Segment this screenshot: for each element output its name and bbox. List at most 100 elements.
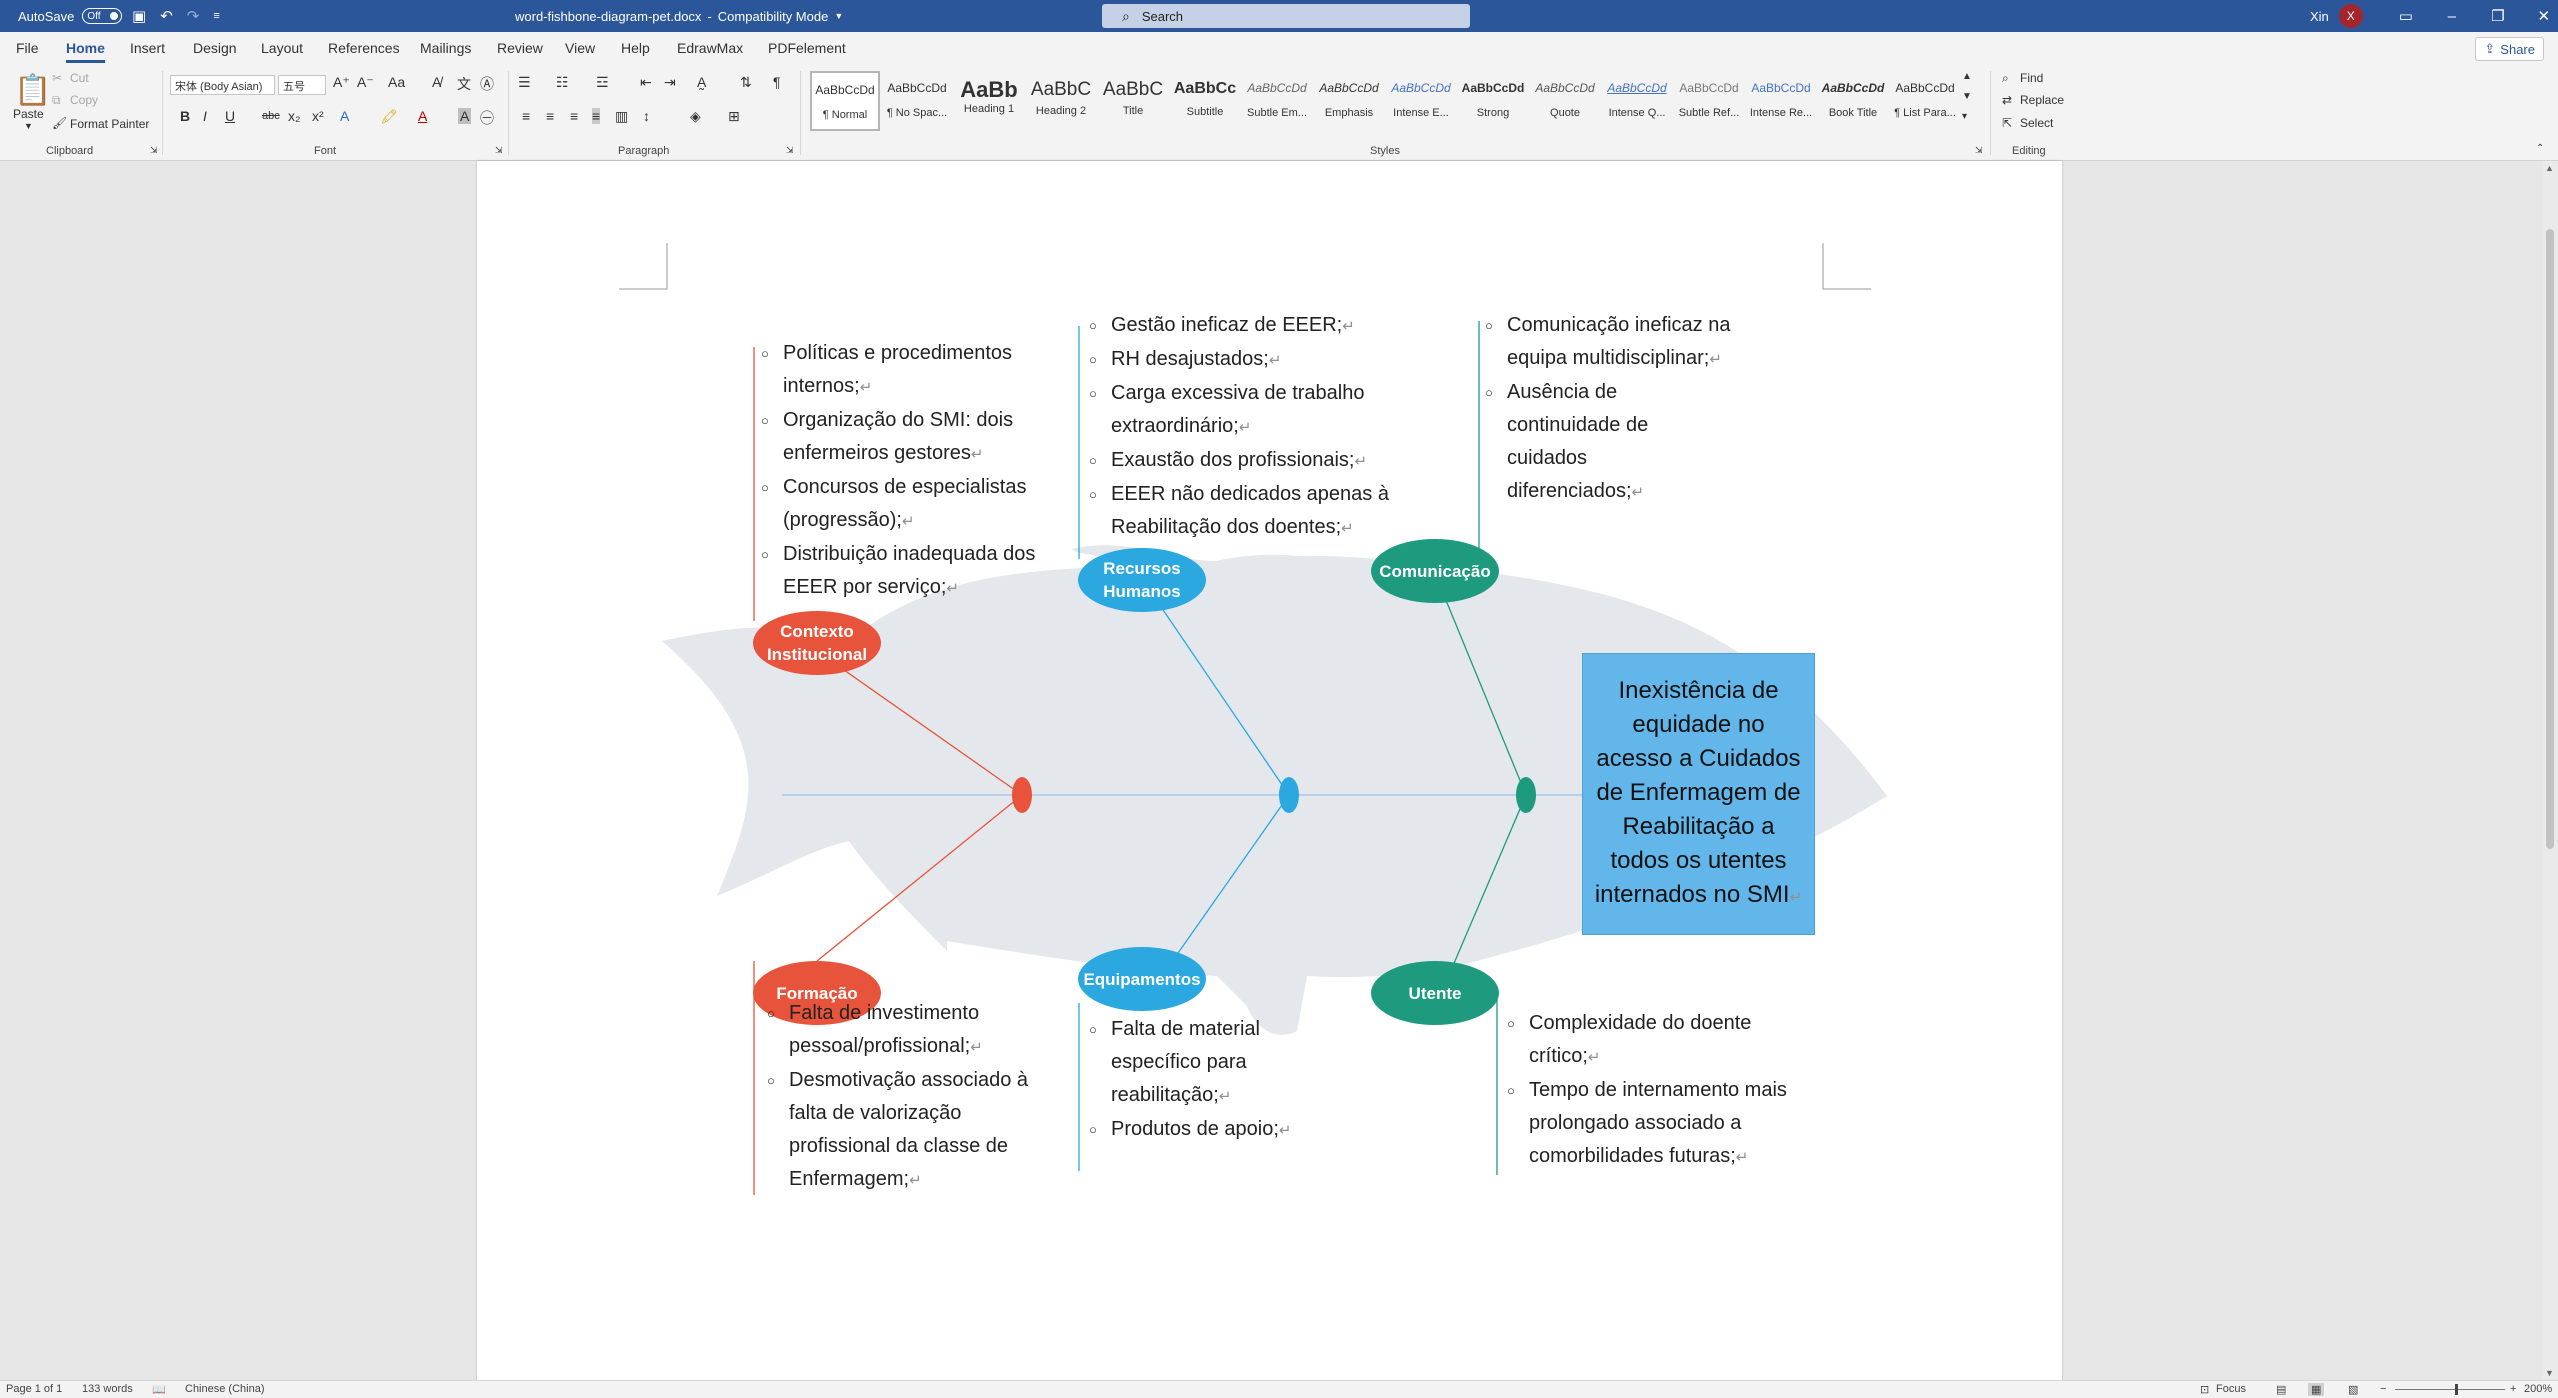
gallery-down-icon[interactable]: ▼ (1962, 91, 1972, 102)
cause-list-contexto[interactable]: Políticas e procedimentos internos;↵ Org… (761, 337, 1051, 605)
decrease-indent-icon[interactable]: ⇤ (640, 74, 652, 90)
autosave[interactable]: AutoSave Off (18, 0, 123, 32)
ribbon-display-icon[interactable]: ▭ (2398, 8, 2413, 25)
font-color-icon[interactable]: A (418, 108, 428, 124)
web-layout-icon[interactable]: ▧ (2348, 1384, 2359, 1396)
search-box[interactable]: ⌕ Search (1102, 4, 1470, 28)
scroll-down-icon[interactable]: ▼ (2545, 1368, 2554, 1378)
subscript-button[interactable]: x₂ (288, 108, 301, 124)
paste-icon[interactable]: 📋 (14, 74, 52, 107)
minimize-icon[interactable]: – (2447, 7, 2456, 25)
bold-button[interactable]: B (180, 108, 191, 124)
user-name[interactable]: Xin (2310, 8, 2329, 24)
zoom-slider[interactable] (2395, 1389, 2505, 1390)
document-area[interactable]: Contexto Institucional Formação Recursos… (0, 161, 2558, 1380)
multilevel-list-icon[interactable]: ☲ (596, 74, 609, 90)
chevron-down-icon[interactable]: ▼ (834, 11, 844, 21)
zoom-out-icon[interactable]: − (2380, 1383, 2387, 1395)
zoom-slider-thumb[interactable] (2455, 1384, 2458, 1395)
increase-indent-icon[interactable]: ⇥ (664, 74, 676, 90)
character-shading-icon[interactable]: A (458, 108, 472, 124)
style-no-spacing[interactable]: AaBbCcDd¶ No Spac... (882, 71, 952, 131)
cause-list-equipamentos[interactable]: Falta de material específico para reabil… (1089, 1013, 1324, 1147)
dialog-launcher-icon[interactable]: ⇲ (495, 145, 503, 155)
cause-list-formacao[interactable]: Falta de investimento pessoal/profission… (767, 997, 1037, 1197)
tab-mailings[interactable]: Mailings (420, 40, 472, 56)
tab-review[interactable]: Review (497, 40, 543, 56)
page-count[interactable]: Page 1 of 1 (6, 1383, 63, 1395)
clear-formatting-icon[interactable]: A̸ (432, 74, 442, 90)
save-icon[interactable]: ▣ (132, 8, 147, 25)
font-size-combo[interactable]: 五号 (278, 75, 326, 95)
text-effects-icon[interactable]: A (340, 108, 350, 124)
avatar[interactable]: X (2338, 4, 2363, 28)
align-center-icon[interactable]: ≡ (546, 108, 555, 124)
chinese-layout-icon[interactable]: A̰ (697, 74, 707, 90)
document-page[interactable]: Contexto Institucional Formação Recursos… (477, 161, 2062, 1380)
select-button[interactable]: Select (2020, 116, 2054, 130)
italic-button[interactable]: I (203, 108, 207, 124)
distributed-icon[interactable]: ▥ (615, 108, 629, 124)
borders-icon[interactable]: ⊞ (728, 108, 740, 124)
cut-button[interactable]: Cut (70, 71, 89, 85)
character-border-icon[interactable]: Ⓐ (480, 76, 494, 92)
share-button[interactable]: ⇪ Share (2475, 37, 2544, 61)
focus-icon[interactable]: ⊡ (2200, 1384, 2210, 1396)
read-mode-icon[interactable]: ▤ (2276, 1384, 2287, 1396)
shading-icon[interactable]: ◈ (690, 108, 701, 124)
copy-button[interactable]: Copy (70, 93, 99, 107)
style-normal[interactable]: AaBbCcDd¶ Normal (810, 71, 880, 131)
cause-list-comunicacao[interactable]: Comunicação ineficaz na equipa multidisc… (1485, 309, 1750, 509)
numbering-icon[interactable]: ☷ (556, 74, 569, 90)
tab-view[interactable]: View (565, 40, 596, 56)
replace-button[interactable]: Replace (2020, 93, 2065, 107)
scrollbar-thumb[interactable] (2546, 229, 2554, 849)
redo-icon[interactable]: ↷ (186, 8, 200, 25)
zoom-level[interactable]: 200% (2524, 1383, 2553, 1395)
zoom-in-icon[interactable]: + (2510, 1383, 2517, 1395)
restore-icon[interactable]: ❐ (2491, 8, 2505, 25)
enclose-characters-icon[interactable]: ㊀ (480, 110, 494, 126)
autosave-toggle[interactable]: Off (82, 8, 123, 24)
chevron-down-icon[interactable]: ▼ (24, 121, 33, 131)
phonetic-guide-icon[interactable]: 文 (457, 76, 471, 92)
dialog-launcher-icon[interactable]: ⇲ (150, 145, 158, 155)
superscript-button[interactable]: x² (312, 108, 324, 124)
shrink-font-icon[interactable]: A⁻ (357, 74, 374, 90)
tab-references[interactable]: References (328, 40, 400, 56)
sort-icon[interactable]: ⇅ (740, 74, 752, 90)
effect-box[interactable]: Inexistência de equidade no acesso a Cui… (1582, 653, 1815, 935)
close-icon[interactable]: ✕ (2537, 8, 2551, 25)
tab-home[interactable]: Home (66, 40, 105, 63)
underline-button[interactable]: U (225, 108, 236, 124)
focus-button[interactable]: Focus (2216, 1383, 2246, 1395)
show-marks-icon[interactable]: ¶ (773, 74, 781, 90)
line-spacing-icon[interactable]: ↕ (643, 108, 650, 124)
justify-icon[interactable]: ≡ (592, 108, 601, 124)
font-name-combo[interactable]: 宋体 (Body Asian) (170, 75, 275, 95)
print-layout-icon[interactable]: ▦ (2308, 1383, 2325, 1396)
cause-list-recursos[interactable]: Gestão ineficaz de EEER;↵ RH desajustado… (1089, 309, 1389, 545)
bullets-icon[interactable]: ☰ (518, 74, 531, 90)
tab-pdfelement[interactable]: PDFelement (768, 40, 846, 56)
proofing-icon[interactable]: 📖 (152, 1384, 166, 1396)
word-count[interactable]: 133 words (82, 1383, 133, 1395)
tab-design[interactable]: Design (193, 40, 237, 56)
tab-file[interactable]: File (16, 40, 39, 56)
change-case-icon[interactable]: Aa (388, 74, 406, 90)
highlight-icon[interactable]: 🖍 (380, 108, 398, 124)
tab-layout[interactable]: Layout (261, 40, 304, 56)
paste-button[interactable]: Paste (13, 107, 44, 121)
align-right-icon[interactable]: ≡ (570, 108, 579, 124)
